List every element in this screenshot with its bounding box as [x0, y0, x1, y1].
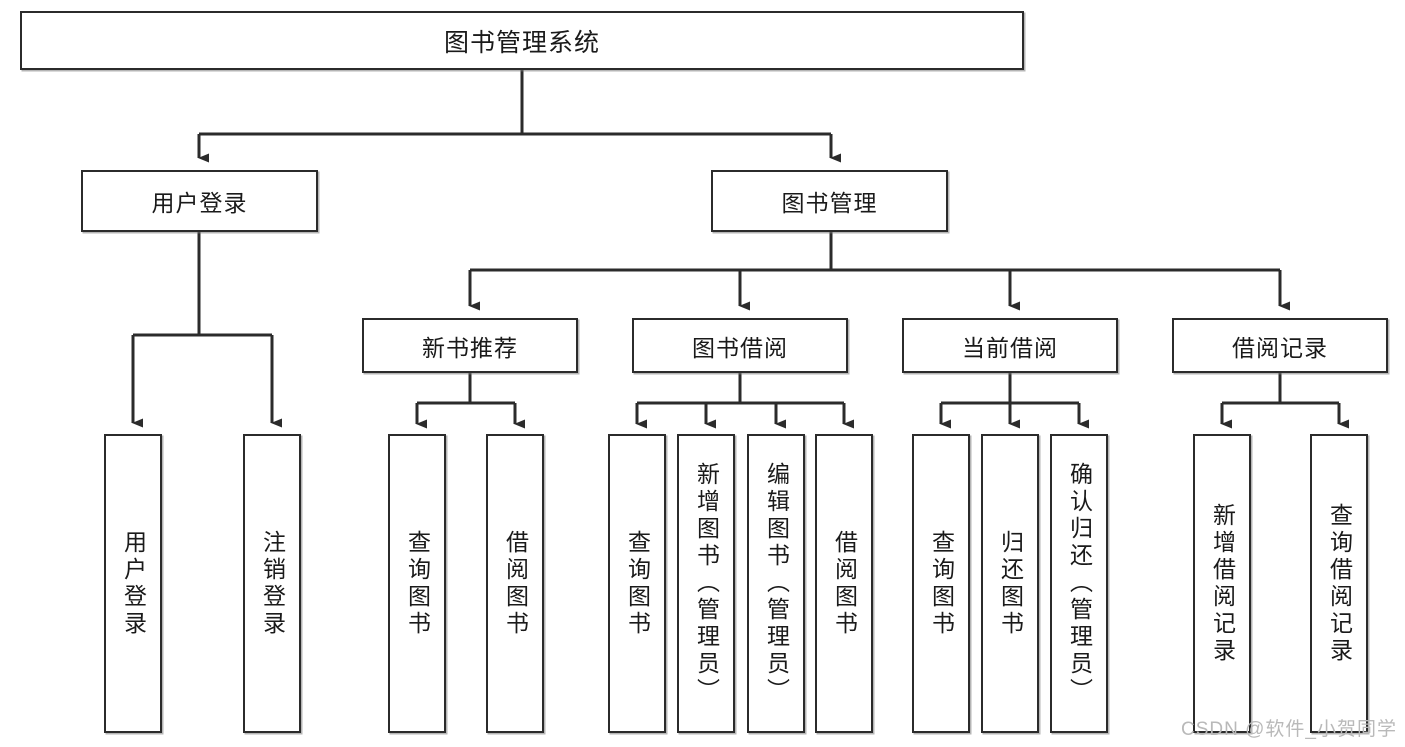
leaf-label: 确认归还（管理员）	[1066, 462, 1093, 705]
leaf-query-borrow-record[interactable]: 查询借阅记录	[1310, 434, 1368, 733]
leaf-confirm-return-admin[interactable]: 确认归还（管理员）	[1050, 434, 1108, 733]
root-connectors	[197, 70, 841, 163]
node-label: 图书管理系统	[443, 28, 600, 57]
leaf-query-book-recommend[interactable]: 查询图书	[388, 434, 446, 733]
leaf-label: 新增借阅记录	[1209, 502, 1236, 665]
records-connectors	[1220, 373, 1349, 429]
node-book-borrow[interactable]: 图书借阅	[632, 318, 848, 373]
leaf-query-book-current[interactable]: 查询图书	[912, 434, 970, 733]
node-label: 新书推荐	[422, 334, 518, 361]
leaf-label: 查询图书	[404, 529, 431, 638]
leaf-label: 查询借阅记录	[1326, 502, 1353, 665]
node-borrow-records[interactable]: 借阅记录	[1172, 318, 1388, 373]
leaf-add-borrow-record[interactable]: 新增借阅记录	[1193, 434, 1251, 733]
leaf-label: 归还图书	[997, 529, 1024, 638]
leaf-user-login[interactable]: 用户登录	[104, 434, 162, 733]
leaf-label: 注销登录	[259, 529, 286, 638]
leaf-query-book-borrow[interactable]: 查询图书	[608, 434, 666, 733]
node-book-management[interactable]: 图书管理	[711, 170, 948, 232]
current-connectors	[939, 373, 1089, 429]
leaf-label: 查询图书	[624, 529, 651, 638]
leaf-label: 借阅图书	[502, 529, 529, 638]
node-label: 图书借阅	[692, 334, 788, 361]
node-label: 图书管理	[781, 190, 878, 216]
node-current-borrow[interactable]: 当前借阅	[902, 318, 1118, 373]
leaf-label: 编辑图书（管理员）	[763, 462, 790, 705]
leaf-return-book[interactable]: 归还图书	[981, 434, 1039, 733]
node-label: 借阅记录	[1232, 334, 1328, 361]
leaf-label: 用户登录	[120, 529, 147, 638]
node-user-login[interactable]: 用户登录	[81, 170, 318, 232]
new-book-connectors	[415, 373, 525, 429]
leaf-add-book-admin[interactable]: 新增图书（管理员）	[677, 434, 735, 733]
node-new-book-recommend[interactable]: 新书推荐	[362, 318, 578, 373]
csdn-watermark: CSDN @软件_小贺同学	[1181, 719, 1397, 740]
borrow-connectors	[635, 373, 854, 429]
node-root-system[interactable]: 图书管理系统	[20, 11, 1024, 70]
leaf-label: 借阅图书	[831, 529, 858, 638]
leaf-logout[interactable]: 注销登录	[243, 434, 301, 733]
node-label: 用户登录	[151, 190, 248, 216]
leaf-label: 新增图书（管理员）	[693, 462, 720, 705]
leaf-edit-book-admin[interactable]: 编辑图书（管理员）	[747, 434, 805, 733]
leaf-label: 查询图书	[928, 529, 955, 638]
leaf-borrow-book-recommend[interactable]: 借阅图书	[486, 434, 544, 733]
book-mgmt-connectors	[468, 232, 1290, 311]
user-login-connectors	[131, 232, 282, 428]
node-label: 当前借阅	[962, 334, 1058, 361]
leaf-borrow-book[interactable]: 借阅图书	[815, 434, 873, 733]
